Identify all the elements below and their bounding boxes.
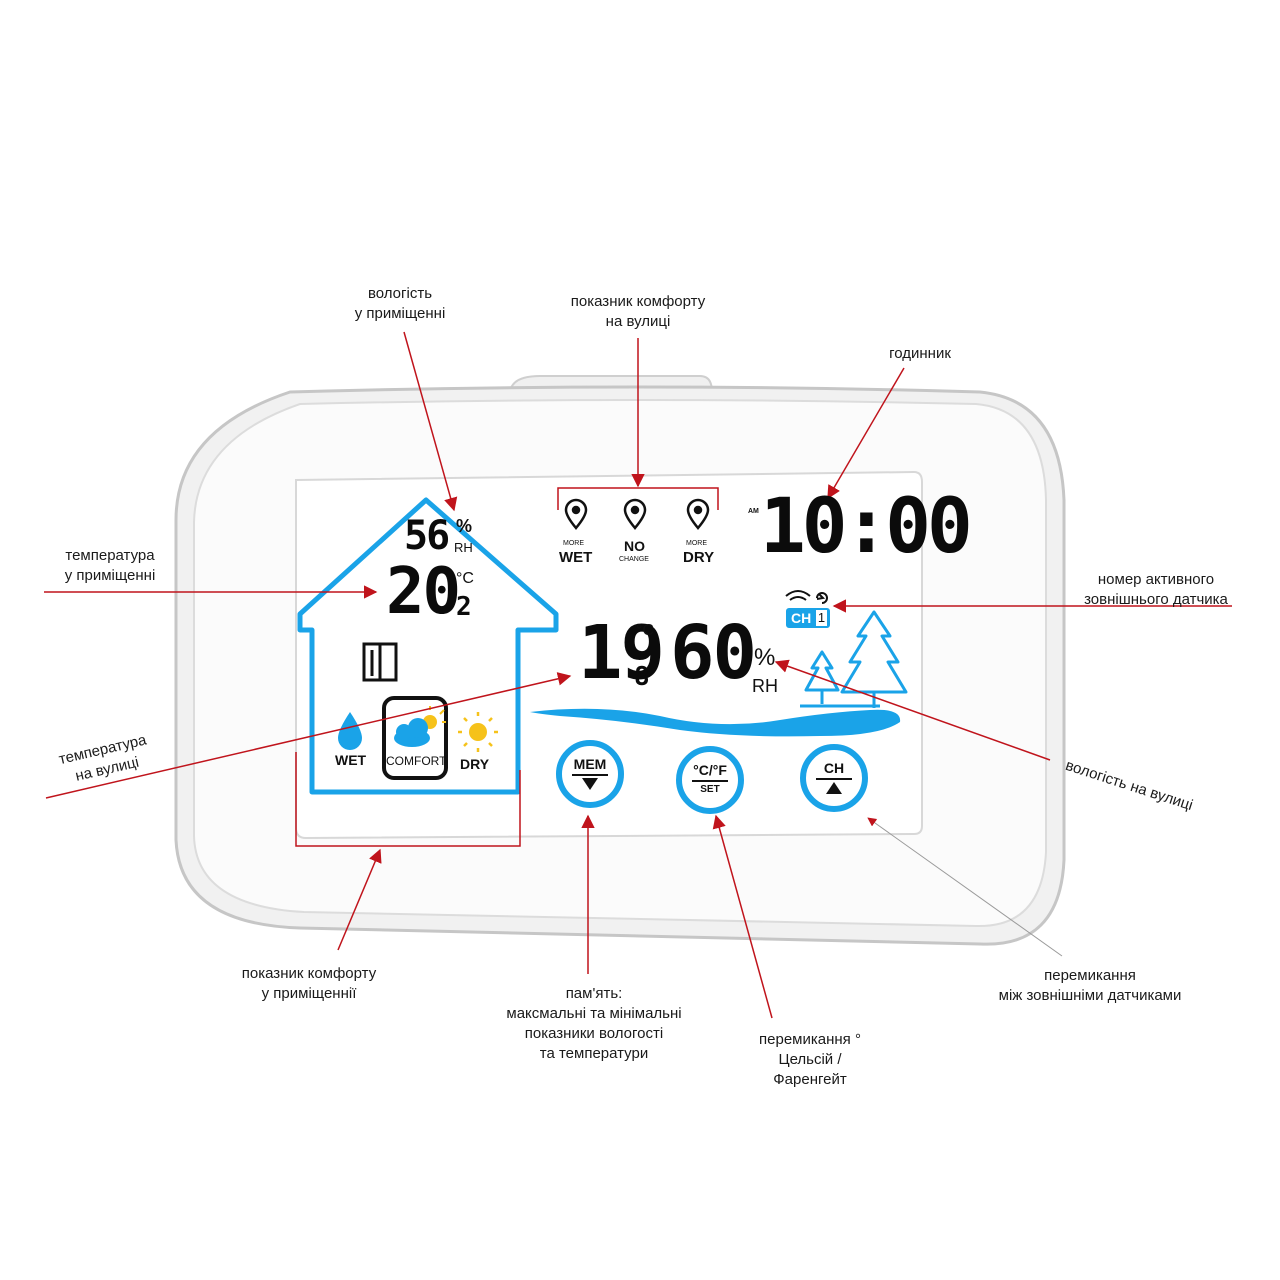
- outdoor-no-label: CHANGE: [619, 556, 649, 563]
- cf-set-button[interactable]: °C/°F SET: [676, 746, 744, 814]
- annotation-memory: пам'ять:максмальні та мінімальні показни…: [506, 985, 682, 1062]
- ch-button-label: CH: [823, 760, 845, 776]
- indoor-humidity-value: 56: [404, 513, 450, 559]
- signal-icon: [785, 590, 828, 604]
- outdoor-temp-decimal: 8: [634, 662, 650, 692]
- outdoor-no-top: NO: [624, 538, 645, 554]
- water-drop-icon: [338, 712, 362, 750]
- indoor-temp-unit: °C: [456, 570, 474, 587]
- channel-number: 1: [816, 610, 827, 626]
- indoor-humidity-unit: %: [456, 516, 473, 536]
- channel-badge: CH 1: [786, 608, 830, 628]
- indoor-wet-label: WET: [335, 752, 367, 768]
- tree-icons: [800, 610, 908, 708]
- comfort-frame: [382, 696, 448, 780]
- up-arrow-icon: [826, 782, 842, 794]
- channel-label: CH: [791, 610, 812, 626]
- sun-icon: [458, 712, 498, 752]
- annotation-cf-switch: перемикання °Цельсій / Фаренгейт: [759, 1031, 861, 1088]
- outdoor-wet-label: WET: [559, 549, 593, 566]
- pin-icons: [564, 498, 710, 530]
- indoor-temp-value: 20: [386, 555, 461, 629]
- door-icon: [362, 642, 398, 682]
- indoor-dry-label: DRY: [460, 756, 490, 772]
- outdoor-wet-top: MORE: [563, 540, 584, 547]
- lcd-screen: [295, 470, 923, 840]
- mem-button[interactable]: MEM: [556, 740, 624, 808]
- down-arrow-icon: [582, 778, 598, 790]
- indoor-comfort-label: COMFORT: [386, 754, 447, 768]
- house-outline: [297, 497, 559, 795]
- wave-decoration: [530, 708, 901, 737]
- outdoor-temp-value: 19: [578, 610, 665, 696]
- clock-am: AM: [748, 508, 759, 515]
- outdoor-humidity-unit: %: [754, 644, 776, 671]
- cloud-sun-icon: [394, 706, 446, 747]
- mem-button-label: MEM: [573, 756, 607, 772]
- ch-button[interactable]: CH: [800, 744, 868, 812]
- cf-button-label: °C/°F: [693, 762, 727, 778]
- outdoor-dry-top: MORE: [686, 540, 707, 547]
- outdoor-humidity-value: 60: [670, 610, 757, 696]
- outdoor-humidity-rh: RH: [752, 676, 778, 696]
- outdoor-dry-label: DRY: [683, 549, 715, 566]
- outdoor-temp-unit: °C: [636, 622, 654, 639]
- set-button-label: SET: [700, 784, 720, 795]
- clock-time: 10:00: [760, 481, 973, 570]
- indoor-humidity-rh: RH: [454, 540, 473, 555]
- annotation-clock: годинник: [889, 345, 951, 362]
- indoor-temp-decimal: 2: [456, 592, 472, 622]
